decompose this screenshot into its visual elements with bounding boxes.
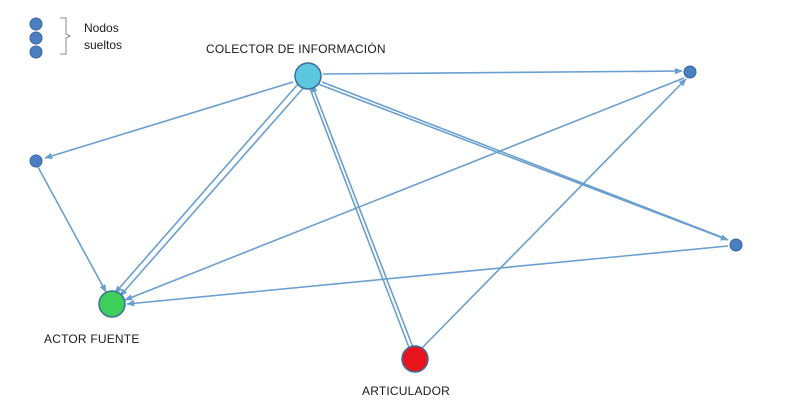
loose-node-right xyxy=(729,238,743,252)
articulator-node xyxy=(401,345,429,373)
nodes xyxy=(29,62,743,373)
edge-collector-to-right xyxy=(317,83,729,241)
legend-brace xyxy=(60,17,72,55)
edge-articulator-to-collector-2 xyxy=(308,85,411,351)
articulator-label: ARTICULADOR xyxy=(362,384,450,398)
edge-collector-to-topright xyxy=(322,67,683,75)
legend-node-1 xyxy=(29,17,43,31)
edge-articulator-to-topright xyxy=(419,78,687,351)
legend-line-1: Nodos xyxy=(84,21,119,35)
edge-right-to-source xyxy=(126,245,729,307)
edge-collector-to-right-2 xyxy=(321,81,725,239)
edge-left-to-source xyxy=(37,166,107,293)
source-node xyxy=(98,290,126,318)
legend-label: Nodos sueltos xyxy=(84,20,122,54)
legend xyxy=(29,17,72,59)
edge-collector-to-source-1 xyxy=(114,83,299,294)
loose-node-topright xyxy=(683,65,697,79)
edge-topright-to-source xyxy=(124,77,685,301)
edge-collector-to-left xyxy=(44,81,294,159)
source-label: ACTOR FUENTE xyxy=(44,332,140,346)
legend-node-2 xyxy=(29,31,43,45)
collector-label: COLECTOR DE INFORMACIÓN xyxy=(206,42,386,56)
legend-node-3 xyxy=(29,45,43,59)
legend-line-2: sueltos xyxy=(84,38,123,52)
loose-node-left xyxy=(29,154,43,168)
collector-node xyxy=(294,62,322,90)
edges xyxy=(37,67,729,351)
edge-articulator-to-collector xyxy=(311,84,415,351)
edge-collector-to-source-2 xyxy=(119,85,306,297)
